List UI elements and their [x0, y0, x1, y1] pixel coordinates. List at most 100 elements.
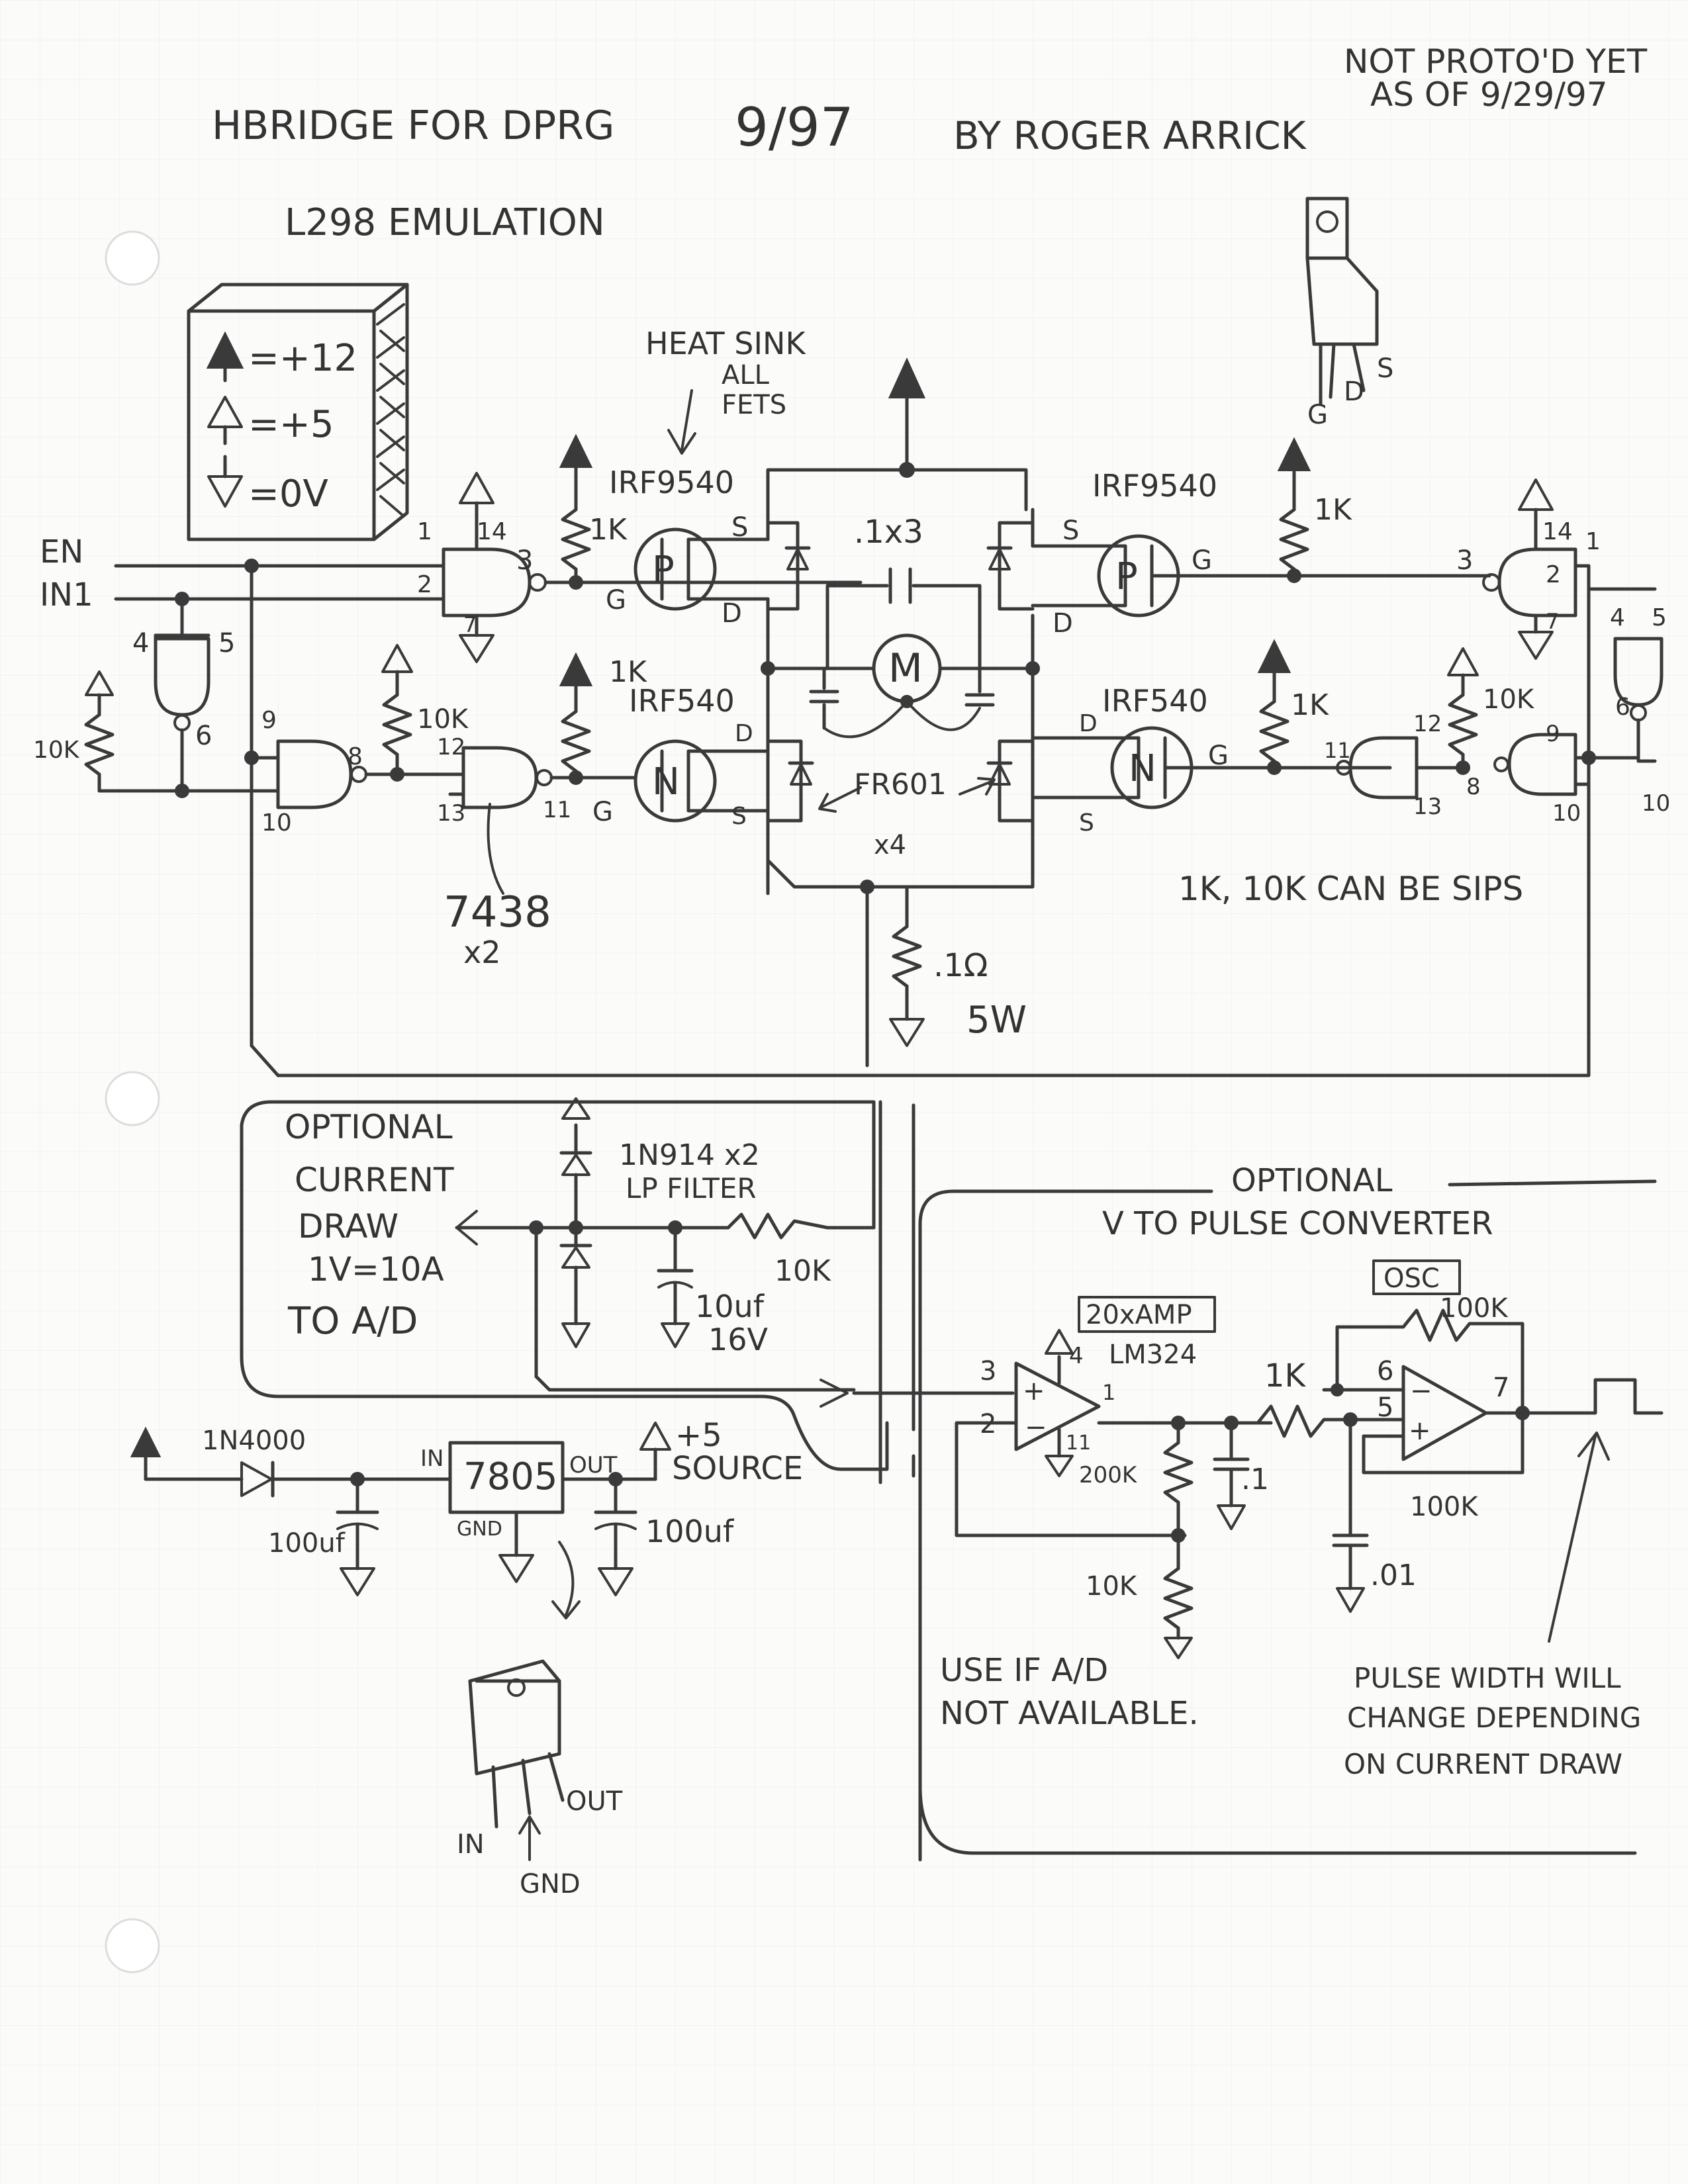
fet-package-drawing: G D S	[1305, 197, 1393, 430]
right-p-fet-pin-g: G	[1192, 545, 1212, 576]
pin-label-4r: 4	[1610, 604, 1625, 631]
current-diodes-label: 1N914 x2	[619, 1138, 760, 1172]
regulator-gnd-label: GND	[457, 1518, 502, 1541]
right-p-fet-symbol: P	[1115, 555, 1138, 598]
source-label-1: +5	[675, 1417, 722, 1454]
lower-left-gate-pullup	[559, 652, 593, 785]
lower-left-nand-gate	[448, 746, 631, 895]
upper-diode-icon	[561, 1154, 590, 1176]
pin-label-13b: 13	[1413, 794, 1442, 820]
chip-qty-label: x2	[463, 934, 501, 970]
left-n-fet	[627, 739, 770, 823]
left-pullup-label: 10K	[33, 737, 80, 764]
osc-r-bottom-label: 100K	[1410, 1492, 1479, 1522]
top-right-gate-pullup	[1277, 437, 1311, 583]
binder-hole-1	[105, 230, 160, 286]
pin-label-4l: 4	[132, 628, 149, 659]
amp-pin-1: 1	[1102, 1380, 1115, 1405]
pulse-note-1: PULSE WIDTH WILL	[1354, 1662, 1621, 1694]
left-p-fet-pin-d: D	[722, 598, 742, 629]
mid-left-pullup	[381, 644, 413, 782]
converter-section	[852, 1179, 1664, 1862]
sips-note: 1K, 10K CAN BE SIPS	[1178, 870, 1523, 908]
input-en-label: EN	[40, 533, 83, 570]
osc-label: OSC	[1383, 1263, 1440, 1294]
regulator-out-label: OUT	[569, 1452, 618, 1479]
right-mid-pullup	[1447, 647, 1479, 775]
heatsink-note-2: ALL	[722, 360, 770, 390]
pin-label-14a: 14	[477, 518, 507, 545]
current-cap2-label: 16V	[708, 1322, 769, 1357]
pin-label-2a: 2	[417, 571, 432, 598]
lower-right-nand-gate	[1336, 736, 1458, 799]
input-in1-label: IN1	[40, 576, 93, 614]
osc-label-box	[1372, 1259, 1461, 1295]
pin-label-7b: 7	[1546, 609, 1559, 634]
amp-pin-2: 2	[980, 1409, 996, 1439]
package-pin-g: G	[1307, 400, 1328, 430]
use-note-1: USE IF A/D	[940, 1652, 1108, 1689]
left-p-fet-pin-s: S	[731, 512, 748, 543]
motor-label: M	[888, 645, 923, 692]
package-out-label: OUT	[566, 1786, 623, 1817]
lower-left-pullup-label: 1K	[609, 655, 647, 689]
right-inverter-gate	[1613, 637, 1664, 763]
pin-label-13a: 13	[437, 800, 465, 827]
amp-label: 20xAMP	[1086, 1300, 1192, 1330]
left-p-fet-pin-g: G	[606, 585, 626, 615]
lower-right-gate-pullup	[1257, 639, 1291, 775]
regulator-in-label: IN	[420, 1445, 444, 1472]
diode-qty-label: x4	[874, 830, 906, 860]
bridge-top-supply	[766, 357, 1028, 512]
pin-label-8a: 8	[348, 743, 363, 770]
pin-label-1b: 1	[1585, 528, 1601, 555]
left-n-fet-pin-s: S	[731, 803, 747, 830]
top-left-pullup-label: 1K	[589, 513, 628, 547]
right-p-fet-pin-s: S	[1062, 516, 1079, 546]
bridge-cap-label: .1x3	[854, 514, 923, 551]
osc-pin-5: 5	[1377, 1392, 1393, 1423]
amp-pin-11: 11	[1066, 1432, 1091, 1455]
legend-plus5: =+5	[248, 403, 334, 446]
pin-label-12b: 12	[1413, 711, 1442, 737]
osc-minus-sign: −	[1410, 1376, 1432, 1406]
chip-label: 7438	[444, 888, 551, 937]
supply-diode-icon	[240, 1461, 273, 1497]
pin-label-8b: 8	[1466, 774, 1481, 800]
right-p-fet	[1031, 508, 1491, 617]
right-mid-nand-gate	[1493, 733, 1657, 796]
pin-label-12a: 12	[437, 734, 465, 760]
regulator-label: 7805	[463, 1455, 558, 1498]
legend-zero: =0V	[248, 473, 328, 516]
heatsink-note-1: HEAT SINK	[645, 326, 806, 361]
osc-r-top-label: 100K	[1440, 1293, 1509, 1324]
current-line4: 1V=10A	[308, 1250, 444, 1289]
page-subtitle: L298 EMULATION	[285, 201, 605, 244]
current-draw-section	[240, 1097, 915, 1484]
pin-label-5l: 5	[218, 628, 235, 659]
osc-plus-sign: +	[1409, 1416, 1431, 1446]
right-p-fet-label: IRF9540	[1092, 468, 1217, 504]
supply-cap-in-label: 100uf	[268, 1528, 346, 1559]
left-p-fet-symbol: P	[652, 549, 675, 592]
current-line1: OPTIONAL	[285, 1108, 453, 1146]
current-cap1-label: 10uf	[695, 1289, 765, 1324]
supply-diode-label: 1N4000	[202, 1426, 306, 1456]
converter-cap2-label: .01	[1370, 1559, 1417, 1592]
current-line5: TO A/D	[287, 1300, 418, 1343]
current-res-label: 10K	[774, 1254, 831, 1288]
heatsink-note-3: FETS	[722, 390, 786, 420]
use-note-2: NOT AVAILABLE.	[940, 1695, 1199, 1732]
pulse-note-2: CHANGE DEPENDING	[1347, 1702, 1641, 1734]
diode-label: FR601	[854, 768, 947, 801]
amp-pin-4: 4	[1069, 1343, 1084, 1369]
source-label-2: SOURCE	[672, 1450, 803, 1487]
converter-200k-label: 200K	[1079, 1462, 1138, 1488]
pin-label-9a: 9	[261, 707, 277, 734]
pin-label-14b: 14	[1542, 518, 1573, 545]
input-wiring	[114, 559, 1591, 1077]
left-pullup-resistor	[84, 670, 280, 798]
right-n-fet-symbol: N	[1129, 747, 1156, 790]
left-n-fet-pin-g: G	[592, 797, 613, 827]
